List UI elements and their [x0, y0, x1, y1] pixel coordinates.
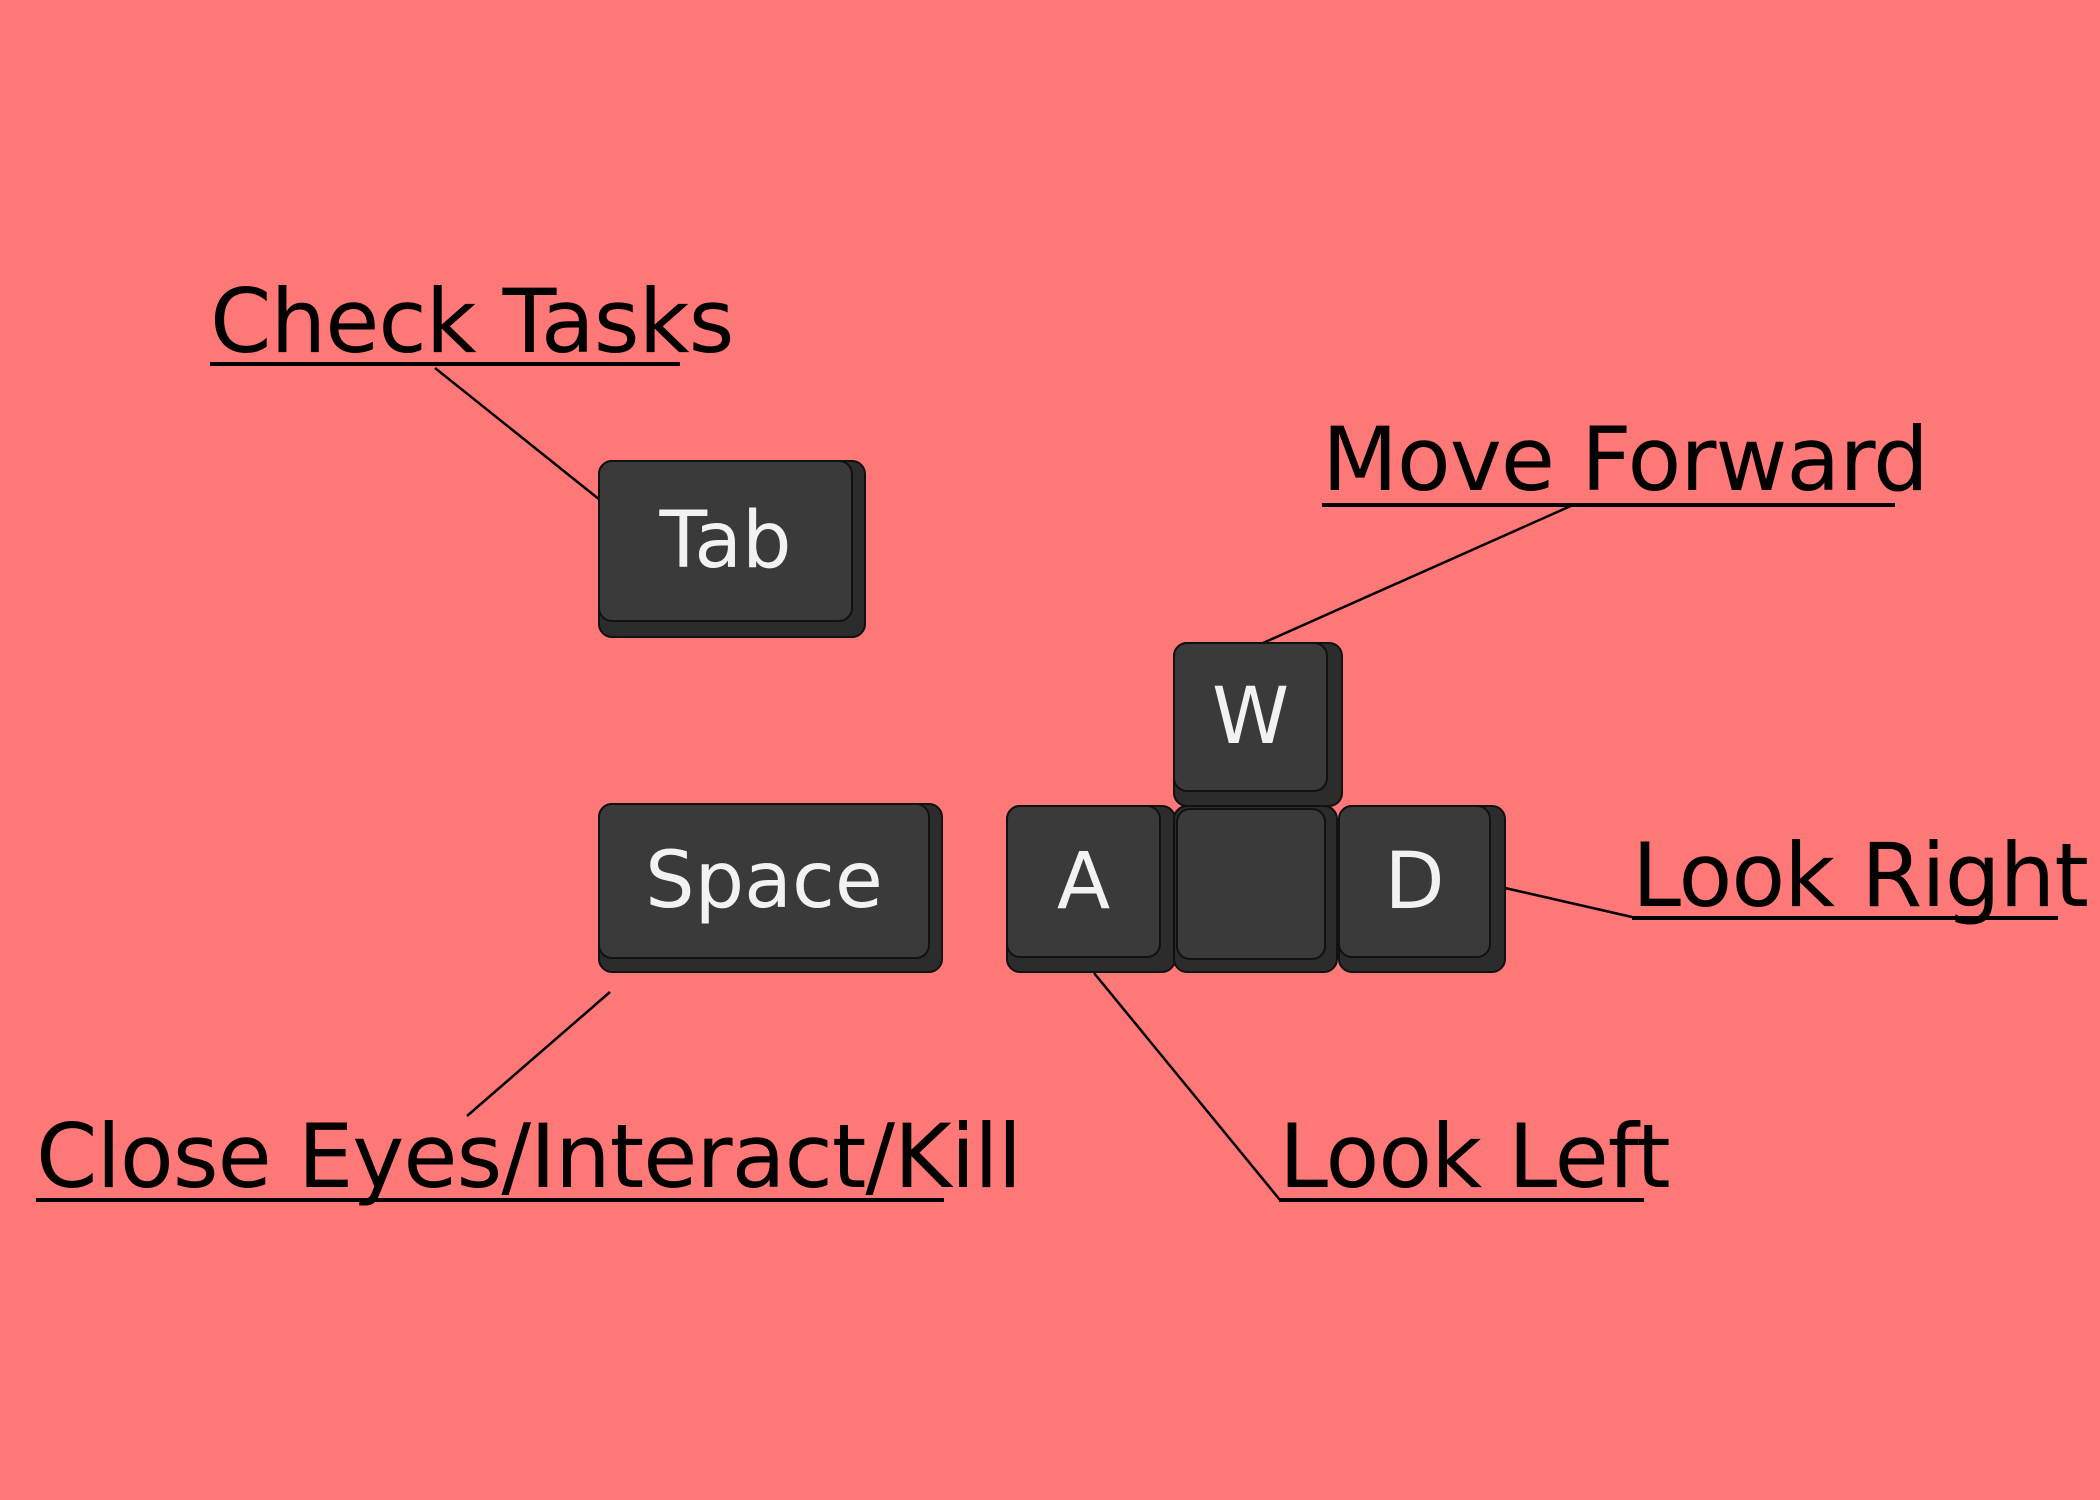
look-right-underline: [1632, 916, 2058, 920]
check-tasks-underline: [210, 362, 680, 366]
d-key-label: D: [1384, 836, 1445, 927]
leader-line-tab: [434, 367, 601, 501]
close-eyes-interact-kill-underline: [36, 1198, 944, 1202]
look-right-label: Look Right: [1632, 824, 2089, 927]
look-left-underline: [1279, 1198, 1644, 1202]
leader-line-w: [1262, 503, 1574, 645]
leader-line-d: [1504, 886, 1633, 919]
check-tasks-label: Check Tasks: [210, 270, 734, 373]
w-key-cap: W: [1173, 642, 1328, 792]
tab-key-label: Tab: [659, 496, 792, 586]
a-key-label: A: [1056, 836, 1111, 927]
leader-line-a: [1093, 972, 1281, 1201]
s-key: [1173, 805, 1338, 973]
d-key-cap: D: [1338, 805, 1491, 958]
space-key-cap: Space: [598, 803, 930, 959]
d-key: D: [1338, 805, 1506, 973]
space-key: Space: [598, 803, 943, 973]
move-forward-label: Move Forward: [1322, 408, 1929, 511]
a-key: A: [1006, 805, 1176, 973]
a-key-cap: A: [1006, 805, 1161, 958]
w-key: W: [1173, 642, 1343, 807]
close-eyes-interact-kill-label: Close Eyes/Interact/Kill: [36, 1105, 1022, 1208]
tab-key: Tab: [598, 460, 866, 638]
move-forward-underline: [1322, 503, 1895, 507]
w-key-label: W: [1211, 672, 1290, 762]
tab-key-cap: Tab: [598, 460, 853, 622]
space-key-label: Space: [645, 836, 883, 926]
s-key-cap: [1176, 808, 1326, 960]
look-left-label: Look Left: [1279, 1105, 1671, 1208]
leader-line-space: [466, 991, 611, 1117]
